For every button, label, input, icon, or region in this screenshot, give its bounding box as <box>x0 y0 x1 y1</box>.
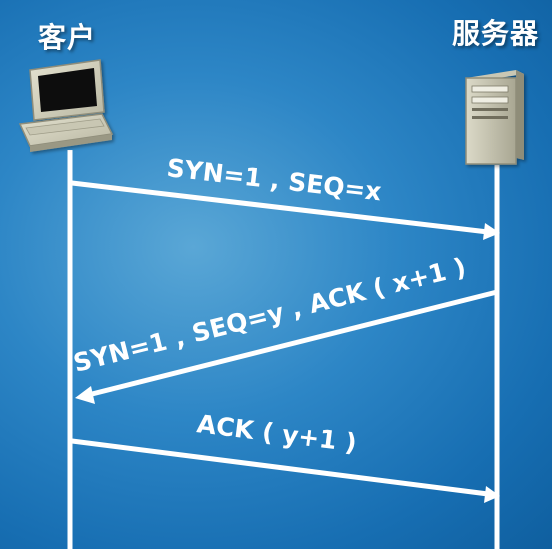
ack-label: ACK ( y+1 ) <box>195 409 358 457</box>
syn-ack-arrow-line <box>87 289 498 398</box>
message-syn: SYN=1 , SEQ=x <box>71 153 500 240</box>
message-syn-ack: SYN=1 , SEQ=y , ACK ( x+1 ) <box>70 252 498 404</box>
desktop-computer-icon <box>18 59 114 152</box>
syn-arrow-line <box>71 180 489 235</box>
syn-ack-arrowhead <box>75 386 95 404</box>
ack-arrowhead <box>484 486 500 503</box>
client-label: 客户 <box>38 21 97 54</box>
server-label: 服务器 <box>452 17 540 50</box>
syn-arrowhead <box>483 223 500 240</box>
server-tower-icon <box>465 70 524 165</box>
ack-arrow-line <box>71 438 489 497</box>
message-ack: ACK ( y+1 ) <box>71 409 500 503</box>
